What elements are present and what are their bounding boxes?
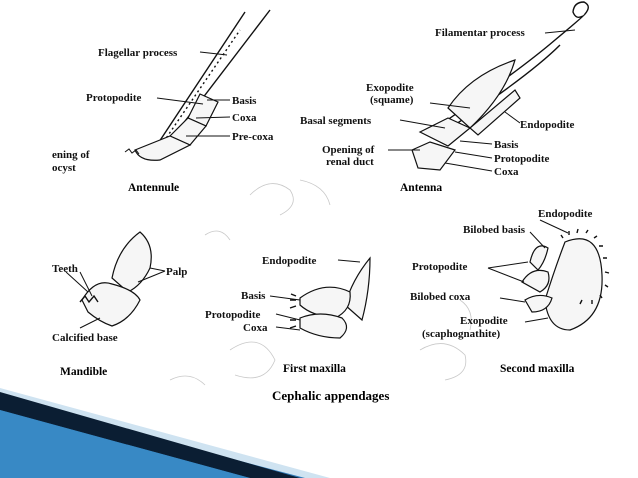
mandible-label-teeth: Teeth	[52, 263, 78, 275]
first-maxilla-label-endopodite: Endopodite	[262, 255, 317, 267]
antenna-label-basis: Basis	[494, 139, 519, 151]
antenna-filament-spiral	[439, 1, 589, 126]
first-maxilla-label-protopodite: Protopodite	[205, 309, 261, 321]
antennule-label-basis: Basis	[232, 95, 257, 107]
antenna-label-protopodite: Protopodite	[494, 153, 550, 165]
mandible-label-calcified-base: Calcified base	[52, 332, 118, 344]
mandible-label-palp: Palp	[166, 266, 187, 278]
antennule-label-flagellar-process: Flagellar process	[98, 47, 178, 59]
first-maxilla-figure: Endopodite Basis Protopodite Coxa First …	[205, 255, 371, 375]
second-maxilla-bilobed-coxa	[524, 294, 553, 313]
antennule-flagellum-a	[154, 11, 246, 149]
second-maxilla-protopodite	[521, 269, 550, 293]
first-maxilla-endopodite	[344, 256, 371, 322]
antenna-caption: Antenna	[400, 182, 442, 194]
antenna-coxa-block	[411, 141, 456, 171]
antenna-label-opening-line2: renal duct	[326, 156, 374, 168]
first-maxilla-label-basis: Basis	[241, 290, 266, 302]
decorative-corner-band	[0, 388, 330, 478]
first-maxilla-label-coxa: Coxa	[243, 322, 268, 334]
second-maxilla-label-exopodite: Exopodite	[460, 315, 508, 327]
diagram-title: Cephalic appendages	[272, 388, 389, 403]
antenna-label-exopodite: Exopodite	[366, 82, 414, 94]
antenna-label-squame: (squame)	[370, 94, 414, 106]
second-maxilla-label-endopodite: Endopodite	[538, 208, 593, 220]
antenna-basal-segments	[418, 117, 472, 147]
background-sketches	[169, 179, 472, 386]
antenna-label-endopodite: Endopodite	[520, 119, 575, 131]
first-maxilla-basis-lobe	[299, 286, 351, 319]
antenna-endopodite	[469, 89, 521, 136]
antennule-label-opening-line2: ocyst	[52, 162, 76, 174]
second-maxilla-caption: Second maxilla	[500, 363, 575, 375]
antenna-label-filamentar-process: Filamentar process	[435, 27, 525, 39]
mandible-calcified-base	[81, 282, 141, 327]
mandible-teeth	[79, 294, 99, 304]
antennule-caption: Antennule	[128, 182, 179, 194]
antennule-precoxa-segment	[134, 135, 192, 161]
second-maxilla-label-protopodite: Protopodite	[412, 261, 468, 273]
antenna-label-opening-line1: Opening of	[322, 144, 375, 156]
first-maxilla-caption: First maxilla	[283, 363, 346, 375]
second-maxilla-label-bilobed-basis: Bilobed basis	[463, 224, 526, 236]
mandible-figure: Teeth Palp Calcified base Mandible	[52, 231, 187, 378]
antennule-label-pre-coxa: Pre-coxa	[232, 131, 274, 143]
first-maxilla-coxa-lobe	[299, 313, 348, 339]
antenna-label-basal-segments: Basal segments	[300, 115, 372, 127]
antennule-label-coxa: Coxa	[232, 112, 257, 124]
second-maxilla-label-scaphognathite: (scaphognathite)	[422, 328, 501, 340]
antennule-label-opening-line1: ening of	[52, 149, 90, 161]
second-maxilla-scaphognathite	[544, 238, 603, 331]
second-maxilla-bilobed-basis	[529, 245, 549, 271]
mandible-palp	[111, 231, 152, 293]
antenna-figure: Filamentar process Exopodite (squame) Ba…	[300, 1, 589, 194]
antenna-exopodite-squame	[447, 59, 516, 129]
band-dark	[0, 392, 300, 478]
second-maxilla-figure: Endopodite Bilobed basis Protopodite Bil…	[410, 208, 610, 375]
antennule-label-protopodite: Protopodite	[86, 92, 142, 104]
antenna-label-coxa: Coxa	[494, 166, 519, 178]
mandible-caption: Mandible	[60, 366, 107, 378]
antennule-figure: Flagellar process Protopodite Basis Coxa…	[52, 9, 274, 194]
second-maxilla-label-bilobed-coxa: Bilobed coxa	[410, 291, 471, 303]
